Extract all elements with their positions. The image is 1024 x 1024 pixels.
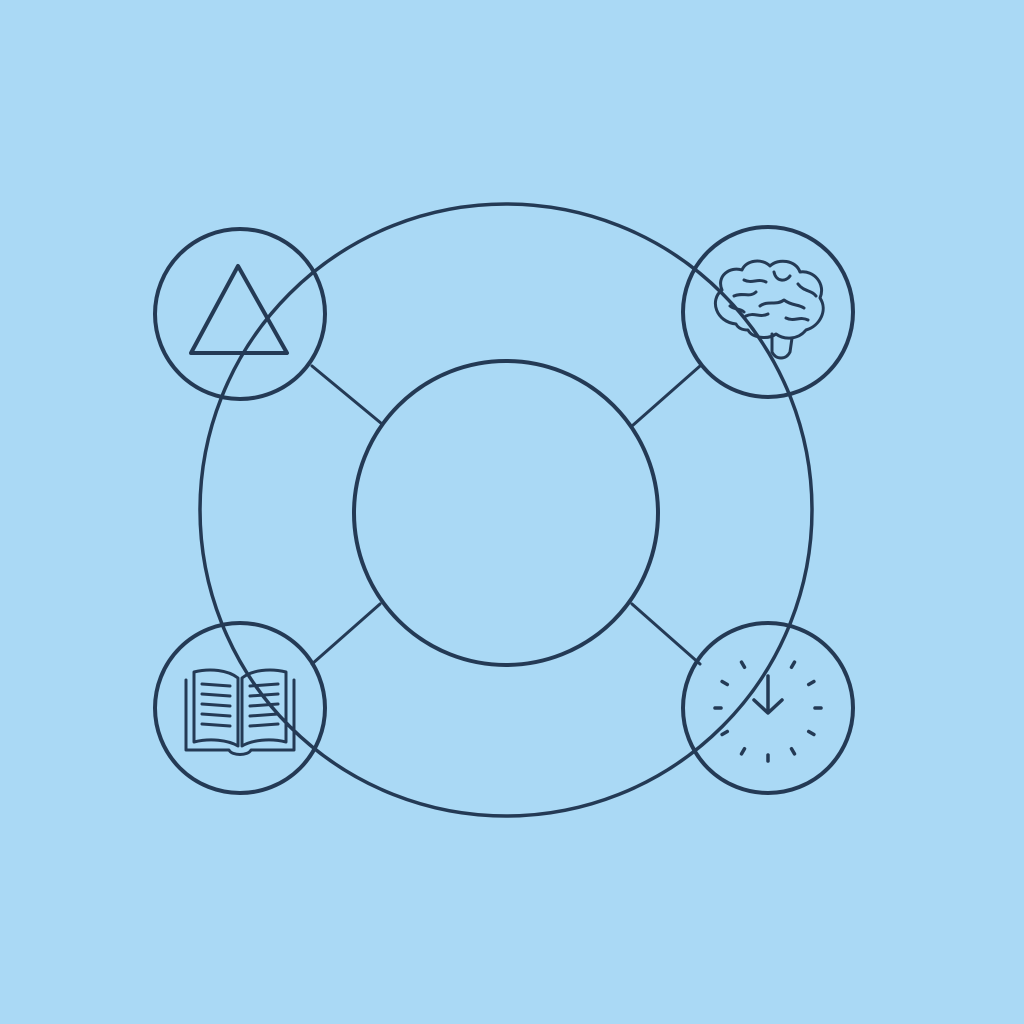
node-top-left	[153, 227, 327, 401]
clock-tick	[789, 660, 797, 670]
connector-bottom-left	[310, 602, 382, 666]
clock-tick	[806, 729, 816, 737]
clock-tick	[720, 679, 730, 687]
node-bottom-left	[153, 621, 327, 795]
node-top-right	[681, 225, 855, 399]
clock-tick	[739, 660, 747, 670]
clock-tick	[806, 679, 816, 687]
center-circle	[352, 359, 660, 667]
open-book-icon	[184, 668, 296, 756]
connector-top-left	[310, 364, 384, 426]
clock-tick	[789, 746, 797, 756]
clock-tick	[739, 746, 747, 756]
connector-top-right	[630, 364, 702, 428]
clock-tick	[720, 729, 730, 737]
clock-icon	[713, 660, 823, 763]
brain-icon	[713, 259, 825, 360]
node-bottom-right	[681, 621, 855, 795]
triangle-icon	[189, 264, 289, 355]
connector-bottom-right	[630, 602, 702, 666]
outer-ring	[198, 202, 814, 818]
